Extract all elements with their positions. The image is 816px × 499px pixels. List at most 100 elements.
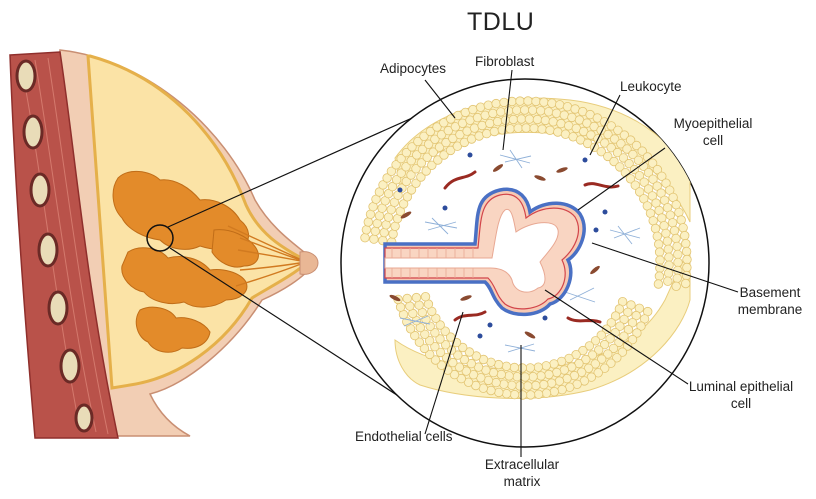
adipocyte-cell bbox=[677, 216, 686, 225]
adipocyte-cell bbox=[380, 228, 389, 237]
adipocyte-cell bbox=[510, 363, 519, 372]
adipocyte-cell bbox=[550, 360, 559, 369]
adipocyte-cell bbox=[371, 227, 380, 236]
adipocyte-cell bbox=[530, 124, 539, 133]
adipocyte-cell bbox=[497, 108, 506, 117]
adipocyte-cell bbox=[673, 274, 682, 283]
adipocyte-cell bbox=[655, 272, 664, 281]
adipocyte-cell bbox=[506, 125, 515, 134]
adipocyte-cell bbox=[508, 381, 517, 390]
adipocyte-cell bbox=[672, 282, 681, 291]
adipocyte-cell bbox=[524, 97, 533, 106]
tdlu-magnified-view bbox=[341, 79, 709, 447]
adipocyte-cell bbox=[521, 373, 530, 382]
label-fibroblast: Fibroblast bbox=[475, 53, 534, 70]
adipocyte-cell bbox=[526, 391, 535, 400]
label-myoepithelial-line2: cell bbox=[668, 132, 758, 149]
adipocyte-cell bbox=[532, 381, 541, 390]
adipocyte-cell bbox=[673, 242, 682, 251]
adipocyte-cell bbox=[668, 219, 677, 228]
adipocyte-cell bbox=[544, 108, 553, 117]
adipocyte-cell bbox=[525, 115, 534, 124]
adipocyte-cell bbox=[665, 253, 674, 262]
adipocyte-cell bbox=[512, 106, 521, 115]
label-ecm-line2: matrix bbox=[470, 473, 574, 490]
adipocyte-cell bbox=[489, 109, 498, 118]
label-basement-line1: Basement bbox=[728, 284, 812, 301]
adipocyte-cell bbox=[492, 378, 501, 387]
adipocyte-cell bbox=[529, 372, 538, 381]
adipocyte-cell bbox=[403, 294, 412, 303]
adipocyte-cell bbox=[524, 382, 533, 391]
adipocyte-cell bbox=[391, 222, 400, 231]
adipocyte-cell bbox=[680, 231, 689, 240]
adipocyte-cell bbox=[478, 121, 487, 130]
adipocyte-cell bbox=[653, 232, 662, 241]
adipocyte-cell bbox=[664, 245, 673, 254]
adipocyte-cell bbox=[533, 115, 542, 124]
adipocyte-cell bbox=[484, 101, 493, 110]
breast-cross-section bbox=[10, 50, 318, 438]
adipocyte-cell bbox=[522, 124, 531, 133]
adipocyte-cell bbox=[683, 263, 692, 272]
adipocyte-cell bbox=[554, 128, 563, 137]
adipocyte-cell bbox=[558, 385, 567, 394]
adipocyte-cell bbox=[537, 372, 546, 381]
adipocyte-cell bbox=[514, 124, 523, 133]
adipocyte-cell bbox=[658, 214, 667, 223]
adipocyte-cell bbox=[656, 256, 665, 265]
adipocyte-cell bbox=[670, 226, 679, 235]
adipocyte-cell bbox=[361, 233, 370, 242]
adipocyte-cell bbox=[654, 240, 663, 249]
label-luminal-epithelial-cell: Luminal epithelial cell bbox=[676, 378, 806, 412]
label-luminal-line1: Luminal epithelial bbox=[676, 378, 806, 395]
adipocyte-cell bbox=[557, 119, 566, 128]
adipocyte-cell bbox=[362, 226, 371, 235]
adipocyte-cell bbox=[497, 370, 506, 379]
adipocyte-cell bbox=[532, 97, 541, 106]
adipocyte-cell bbox=[541, 116, 550, 125]
adipocyte-cell bbox=[538, 125, 547, 134]
adipocyte-cell bbox=[682, 239, 691, 248]
adipocyte-cell bbox=[513, 372, 522, 381]
adipocyte-cell bbox=[664, 277, 673, 286]
label-endothelial-cells: Endothelial cells bbox=[355, 428, 453, 445]
adipocyte-cell bbox=[662, 229, 671, 238]
adipocyte-cell bbox=[504, 107, 513, 116]
adipocyte-cell bbox=[518, 391, 527, 400]
adipocyte-cell bbox=[510, 390, 519, 399]
adipocyte-cell bbox=[682, 247, 691, 256]
adipocyte-cell bbox=[364, 218, 373, 227]
adipocyte-cell bbox=[396, 303, 405, 312]
adipocyte-cell bbox=[412, 293, 421, 302]
adipocyte-cell bbox=[534, 390, 543, 399]
adipocyte-cell bbox=[509, 115, 518, 124]
label-ecm-line1: Extracellular bbox=[470, 456, 574, 473]
adipocyte-cell bbox=[683, 255, 692, 264]
adipocyte-cell bbox=[552, 368, 561, 377]
adipocyte-cell bbox=[654, 280, 663, 289]
adipocyte-cell bbox=[520, 106, 529, 115]
adipocyte-cell bbox=[502, 389, 511, 398]
adipocyte-cell bbox=[526, 364, 535, 373]
adipocyte-cell bbox=[502, 362, 511, 371]
adipocyte-cell bbox=[370, 235, 379, 244]
adipocyte-cell bbox=[500, 98, 509, 107]
adipocyte-cell bbox=[534, 363, 543, 372]
adipocyte-cell bbox=[482, 129, 491, 138]
nipple bbox=[300, 252, 318, 275]
adipocyte-cell bbox=[495, 388, 504, 397]
adipocyte-cell bbox=[536, 107, 545, 116]
adipocyte-cell bbox=[487, 386, 496, 395]
adipocyte-cell bbox=[516, 382, 525, 391]
adipocyte-cell bbox=[540, 380, 549, 389]
adipocyte-cell bbox=[679, 224, 688, 233]
adipocyte-cell bbox=[546, 126, 555, 135]
adipocyte-cell bbox=[548, 99, 557, 108]
label-luminal-line2: cell bbox=[676, 395, 806, 412]
adipocyte-cell bbox=[550, 387, 559, 396]
diagram-title: TDLU bbox=[467, 8, 534, 37]
adipocyte-cell bbox=[649, 217, 658, 226]
adipocyte-cell bbox=[674, 250, 683, 259]
adipocyte-cell bbox=[555, 101, 564, 110]
